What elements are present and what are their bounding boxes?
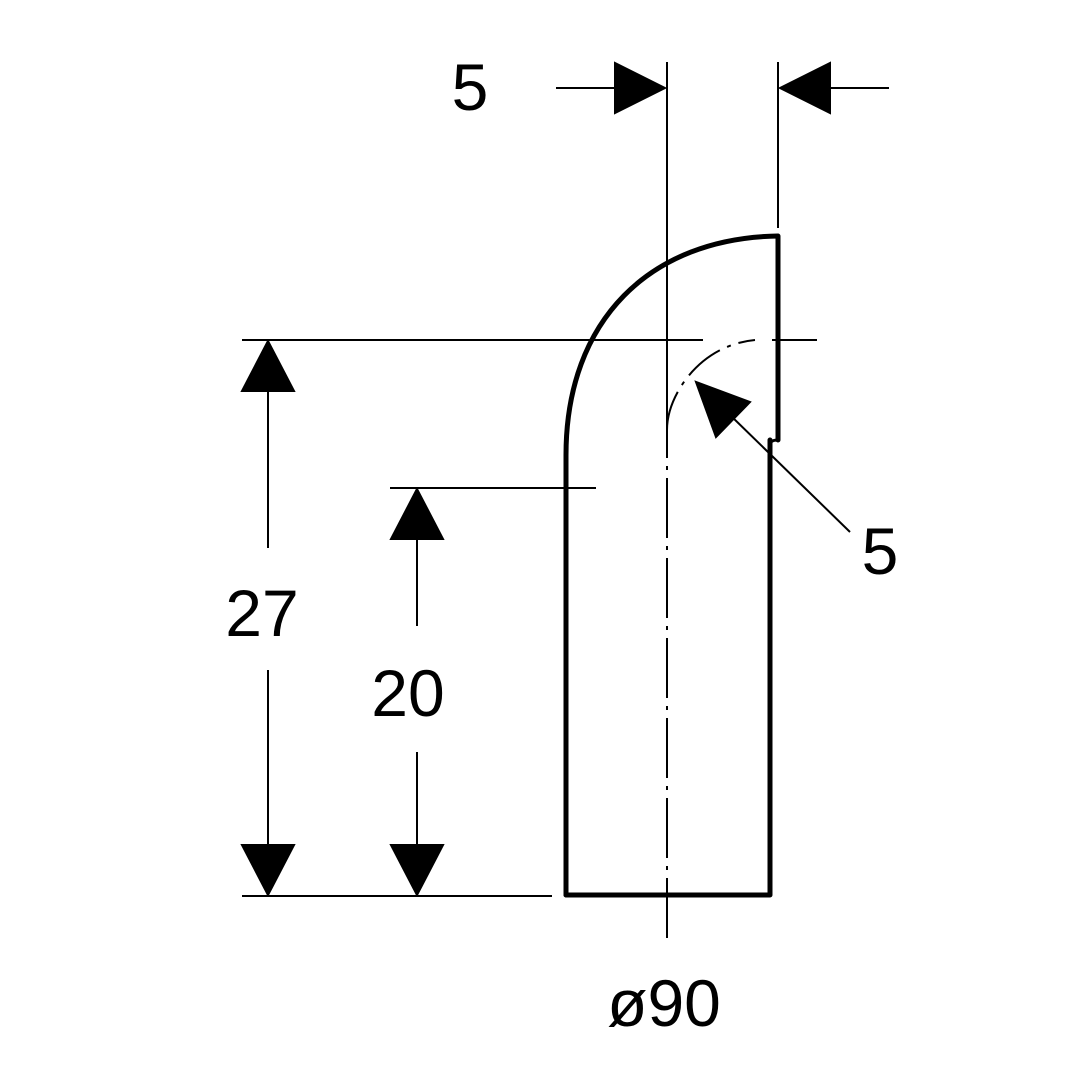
dim-straight-height	[389, 486, 445, 898]
dim-bend-radius	[694, 380, 851, 533]
pipe-right-wall	[563, 437, 773, 898]
dim-total-height	[240, 338, 296, 898]
dim-diameter-label: ø90	[607, 966, 721, 1040]
arrow-up-icon	[240, 338, 296, 392]
extension-lines	[242, 62, 817, 897]
arrow-left-icon	[777, 61, 831, 115]
arrow-down-icon	[240, 844, 296, 898]
pipe-left-wall	[563, 233, 781, 898]
arrow-down-icon	[389, 844, 445, 898]
pipe-outline	[563, 233, 781, 898]
dim-straight-height-label: 20	[371, 656, 444, 730]
arrow-up-icon	[389, 486, 445, 540]
centerline-arc	[666, 339, 756, 431]
arrow-up-left-icon	[694, 380, 752, 439]
centerline	[666, 339, 756, 938]
dim-top-offset	[556, 61, 889, 115]
dim-top-offset-label: 5	[452, 50, 489, 124]
dim-bend-radius-label: 5	[862, 514, 899, 588]
pipe-notch	[768, 438, 780, 448]
dim-total-height-label: 27	[225, 576, 298, 650]
arrow-right-icon	[614, 61, 668, 115]
